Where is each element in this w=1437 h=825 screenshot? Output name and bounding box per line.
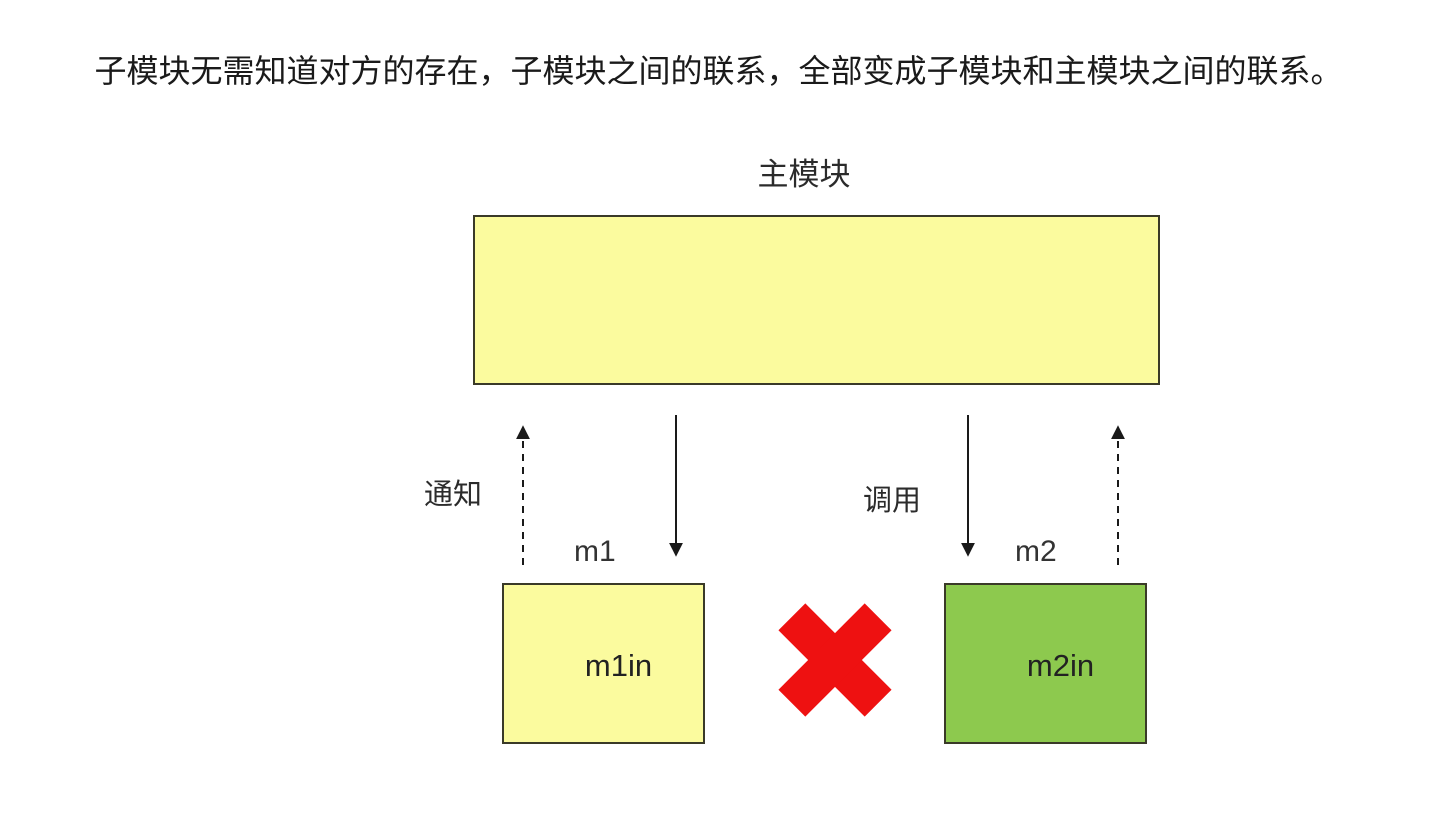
notify-label: 通知 (424, 479, 483, 511)
main-module-label: 主模块 (757, 157, 851, 192)
m2-module-box: m2in (944, 583, 1147, 744)
caption-text: 子模块无需知道对方的存在，子模块之间的联系，全部变成子模块和主模块之间的联系。 (94, 53, 1343, 89)
main-module-box (473, 215, 1160, 385)
m2-inner-label: m2in (1026, 647, 1095, 683)
m2-label: m2 (1015, 535, 1057, 568)
m1-inner-label: m1in (584, 647, 653, 683)
call-label: 调用 (863, 485, 922, 517)
m1-module-box: m1in (502, 583, 705, 744)
m1-label: m1 (574, 535, 616, 568)
forbidden-x-icon (778, 603, 892, 717)
